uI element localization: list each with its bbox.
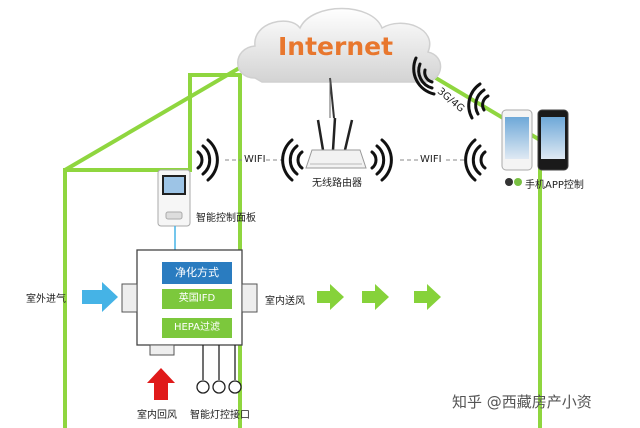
bulb-icon: [212, 380, 226, 394]
outdoor-inlet-label: 室外进气: [26, 294, 66, 305]
router-label: 无线路由器: [312, 178, 362, 189]
purification-title-box: [162, 262, 232, 284]
bulb-icon: [196, 380, 210, 394]
wifi-icon-router-right: [370, 138, 393, 182]
cloud-icon: [237, 7, 442, 83]
phone-app-label: 手机APP控制: [525, 180, 584, 191]
supply-arrow-1: [317, 284, 344, 310]
return-air-label: 室内回风: [137, 410, 177, 421]
supply-air-label: 室内送风: [265, 296, 305, 307]
lamp-interface: [196, 345, 242, 394]
inlet-arrow: [82, 282, 118, 312]
house-left-wall: [63, 73, 242, 428]
wifi-label-left: WIFI: [244, 154, 266, 165]
method-box-ifd: [162, 289, 232, 309]
apple-logo-icon: [505, 178, 513, 186]
control-panel-icon: [157, 169, 191, 227]
wifi-icon-cloud: [412, 56, 436, 96]
lamp-interface-label: 智能灯控接口: [190, 410, 250, 421]
supply-arrow-2: [362, 284, 389, 310]
wifi-icon-phone: [464, 138, 487, 182]
supply-arrow-3: [414, 284, 441, 310]
router-icon: [305, 77, 367, 169]
return-arrow: [147, 368, 175, 400]
watermark: 知乎 @西藏房产小资: [452, 393, 592, 411]
phones-icon: [501, 109, 569, 171]
method-hepa-label: HEPA过滤: [173, 322, 221, 333]
method-ifd-label: 英国IFD: [178, 293, 216, 304]
method-box-hepa: [162, 318, 232, 338]
cloud-title: Internet: [278, 32, 394, 61]
wifi-icon-router-left: [281, 138, 304, 182]
wifi-icon-panel: [196, 138, 219, 182]
bulb-icon: [228, 380, 242, 394]
wifi-icon-mobile: [467, 82, 490, 120]
panel-label: 智能控制面板: [196, 213, 256, 224]
purification-title: 净化方式: [175, 266, 219, 279]
wifi-label-right: WIFI: [420, 154, 442, 165]
android-logo-icon: [514, 178, 522, 186]
